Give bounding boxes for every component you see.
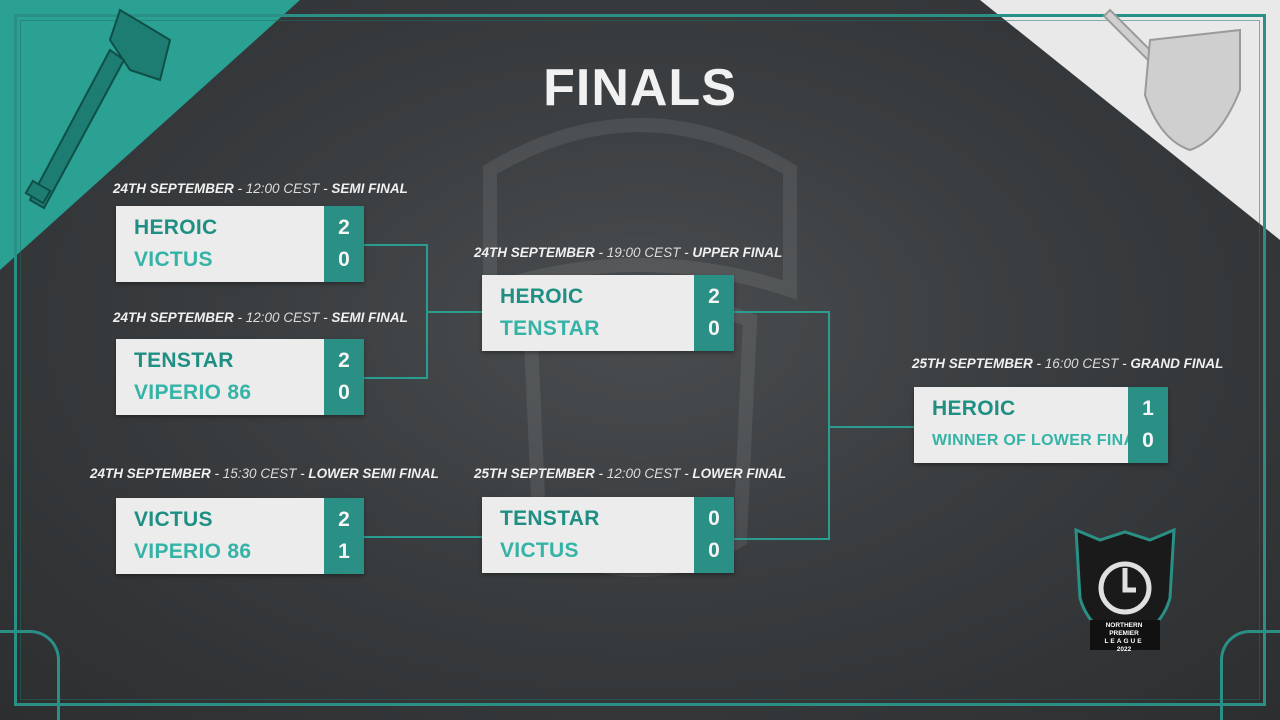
match-card: HEROIC WINNER OF LOWER FINAL 1 0 xyxy=(914,387,1168,463)
match-date: 24TH SEPTEMBER xyxy=(474,245,595,260)
league-logo-icon xyxy=(1074,528,1176,650)
team-2-score: 0 xyxy=(708,317,720,340)
match-date: 24TH SEPTEMBER xyxy=(90,466,211,481)
match-label: 24TH SEPTEMBER - 12:00 CEST - SEMI FINAL xyxy=(113,181,408,196)
match-date: 25TH SEPTEMBER xyxy=(474,466,595,481)
match-time: 19:00 CEST xyxy=(606,245,681,260)
match-label: 24TH SEPTEMBER - 15:30 CEST - LOWER SEMI… xyxy=(90,466,439,481)
match-card: VICTUS VIPERIO 86 2 1 xyxy=(116,498,364,574)
match-card: TENSTAR VIPERIO 86 2 0 xyxy=(116,339,364,415)
match-card: TENSTAR VICTUS 0 0 xyxy=(482,497,734,573)
connector-semi1 xyxy=(364,244,426,246)
team-2-score: 0 xyxy=(1142,429,1154,452)
team-1-score: 0 xyxy=(708,507,720,530)
celtic-knot-bottom-right xyxy=(1220,630,1280,720)
league-logo-text: NORTHERN PREMIER LEAGUE 2022 xyxy=(1090,622,1158,654)
match-stage: LOWER FINAL xyxy=(692,466,787,481)
match-stage: GRAND FINAL xyxy=(1130,356,1224,371)
league-name-line2: LEAGUE xyxy=(1104,638,1144,645)
score-box: 2 0 xyxy=(324,206,364,282)
league-year: 2022 xyxy=(1116,646,1132,653)
axe-icon xyxy=(24,8,172,210)
match-label: 24TH SEPTEMBER - 12:00 CEST - SEMI FINAL xyxy=(113,310,408,325)
match-stage: UPPER FINAL xyxy=(692,245,783,260)
team-1-score: 1 xyxy=(1142,397,1154,420)
team-2-name: VICTUS xyxy=(500,539,579,562)
sword-shield-icon xyxy=(1102,8,1241,152)
match-label: 24TH SEPTEMBER - 19:00 CEST - UPPER FINA… xyxy=(474,245,783,260)
team-1-score: 2 xyxy=(338,508,350,531)
celtic-knot-bottom-left xyxy=(0,630,60,720)
connector-to-lower-final xyxy=(364,536,482,538)
match-label: 25TH SEPTEMBER - 12:00 CEST - LOWER FINA… xyxy=(474,466,787,481)
team-1-name: TENSTAR xyxy=(134,349,234,372)
match-stage: LOWER SEMI FINAL xyxy=(308,466,439,481)
team-2-name: WINNER OF LOWER FINAL xyxy=(932,432,1146,449)
match-date: 25TH SEPTEMBER xyxy=(912,356,1033,371)
match-card: HEROIC TENSTAR 2 0 xyxy=(482,275,734,351)
team-1-name: VICTUS xyxy=(134,508,213,531)
connector-to-grand-final xyxy=(828,426,914,428)
team-2-name: VICTUS xyxy=(134,248,213,271)
team-2-name: TENSTAR xyxy=(500,317,600,340)
score-box: 0 0 xyxy=(694,497,734,573)
match-time: 12:00 CEST xyxy=(245,181,320,196)
match-time: 16:00 CEST xyxy=(1044,356,1119,371)
connector-semi2 xyxy=(364,377,426,379)
team-2-score: 0 xyxy=(708,539,720,562)
match-stage: SEMI FINAL xyxy=(331,310,408,325)
match-card: HEROIC VICTUS 2 0 xyxy=(116,206,364,282)
match-stage: SEMI FINAL xyxy=(331,181,408,196)
match-date: 24TH SEPTEMBER xyxy=(113,310,234,325)
match-label: 25TH SEPTEMBER - 16:00 CEST - GRAND FINA… xyxy=(912,356,1224,371)
team-1-name: TENSTAR xyxy=(500,507,600,530)
team-1-name: HEROIC xyxy=(932,397,1016,420)
score-box: 1 0 xyxy=(1128,387,1168,463)
score-box: 2 1 xyxy=(324,498,364,574)
team-2-name: VIPERIO 86 xyxy=(134,540,252,563)
team-2-score: 1 xyxy=(338,540,350,563)
team-2-name: VIPERIO 86 xyxy=(134,381,252,404)
team-1-name: HEROIC xyxy=(500,285,584,308)
connector-finals-vertical xyxy=(828,311,830,540)
team-1-score: 2 xyxy=(708,285,720,308)
team-2-score: 0 xyxy=(338,381,350,404)
league-name-line1: NORTHERN PREMIER xyxy=(1105,622,1143,637)
team-1-name: HEROIC xyxy=(134,216,218,239)
match-time: 12:00 CEST xyxy=(245,310,320,325)
connector-lower-final-out xyxy=(734,538,828,540)
score-box: 2 0 xyxy=(324,339,364,415)
match-date: 24TH SEPTEMBER xyxy=(113,181,234,196)
score-box: 2 0 xyxy=(694,275,734,351)
connector-to-upper-final xyxy=(426,311,482,313)
match-time: 12:00 CEST xyxy=(606,466,681,481)
connector-upper-final-out xyxy=(734,311,828,313)
match-time: 15:30 CEST xyxy=(222,466,297,481)
team-2-score: 0 xyxy=(338,248,350,271)
team-1-score: 2 xyxy=(338,349,350,372)
team-1-score: 2 xyxy=(338,216,350,239)
border-frame-inner xyxy=(20,20,1260,700)
page-title: FINALS xyxy=(543,59,737,117)
